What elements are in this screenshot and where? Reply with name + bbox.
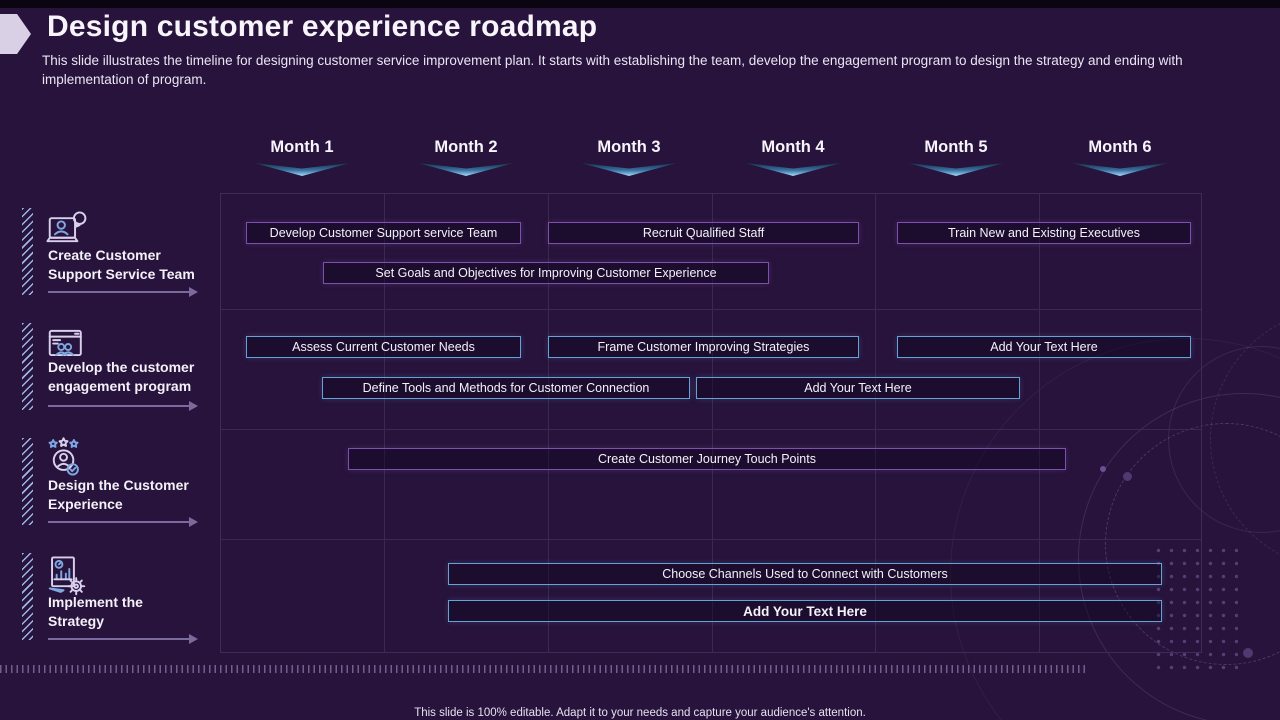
month-label: Month 2	[434, 138, 498, 156]
month-header-3: Month 3	[547, 138, 711, 176]
month-header-5: Month 5	[874, 138, 1038, 176]
phase-label: Design the Customer Experience	[48, 477, 189, 512]
grid-line	[384, 194, 385, 652]
grid-line	[221, 539, 1201, 540]
task-bar: Recruit Qualified Staff	[548, 222, 859, 244]
task-bar: Frame Customer Improving Strategies	[548, 336, 859, 358]
arrow-head	[189, 517, 198, 527]
row-accent-stripes	[22, 553, 33, 640]
month-label: Month 1	[270, 138, 334, 156]
timeline-grid	[220, 193, 1202, 653]
phase-arrow	[48, 634, 198, 644]
arrow-line	[48, 405, 190, 407]
top-letterbox-bar	[0, 0, 1280, 8]
task-bar: Add Your Text Here	[696, 377, 1020, 399]
row-accent-stripes	[22, 323, 33, 410]
month-arrow-icon	[1072, 163, 1168, 176]
page-subtitle: This slide illustrates the timeline for …	[42, 53, 1183, 87]
customer-rating-icon	[44, 436, 90, 482]
task-bar: Develop Customer Support service Team	[246, 222, 521, 244]
slide-footer-note: This slide is 100% editable. Adapt it to…	[414, 707, 866, 719]
month-header-2: Month 2	[384, 138, 548, 176]
grid-line	[1039, 194, 1040, 652]
month-header-4: Month 4	[711, 138, 875, 176]
phase-label: Develop the customer engagement program	[48, 359, 195, 394]
month-label: Month 4	[761, 138, 825, 156]
month-label: Month 5	[924, 138, 988, 156]
month-arrow-icon	[254, 163, 350, 176]
decorative-circle-dashed	[1210, 308, 1280, 570]
phase-arrow	[48, 401, 198, 411]
arrow-line	[48, 521, 190, 523]
page-title: Design customer experience roadmap	[47, 10, 598, 43]
task-bar: Set Goals and Objectives for Improving C…	[323, 262, 769, 284]
decorative-dot-grid	[1152, 544, 1238, 672]
task-bar: Assess Current Customer Needs	[246, 336, 521, 358]
engagement-window-icon	[44, 324, 90, 370]
decorative-dot	[1123, 472, 1132, 481]
month-arrow-icon	[418, 163, 514, 176]
phase-label: Implement the Strategy	[48, 594, 143, 629]
month-arrow-icon	[581, 163, 677, 176]
month-header-1: Month 1	[220, 138, 384, 176]
arrow-head	[189, 634, 198, 644]
month-arrow-icon	[908, 163, 1004, 176]
month-label: Month 6	[1088, 138, 1152, 156]
decorative-dot	[1243, 648, 1253, 658]
grid-line	[221, 429, 1201, 430]
task-bar: Train New and Existing Executives	[897, 222, 1191, 244]
arrow-head	[189, 401, 198, 411]
task-bar: Define Tools and Methods for Customer Co…	[322, 377, 690, 399]
task-bar: Add Your Text Here	[448, 600, 1162, 622]
slide-canvas: Design customer experience roadmap This …	[0, 8, 1280, 720]
row-accent-stripes	[22, 438, 33, 525]
month-label: Month 3	[597, 138, 661, 156]
task-bar: Add Your Text Here	[897, 336, 1191, 358]
task-bar: Create Customer Journey Touch Points	[348, 448, 1066, 470]
arrow-line	[48, 638, 190, 640]
month-header-6: Month 6	[1038, 138, 1202, 176]
title-accent-chevron	[0, 14, 31, 54]
phase-label: Create Customer Support Service Team	[48, 247, 195, 282]
arrow-line	[48, 291, 190, 293]
strategy-gear-icon	[44, 554, 90, 600]
grid-line	[221, 309, 1201, 310]
task-bar: Choose Channels Used to Connect with Cus…	[448, 563, 1162, 585]
phase-arrow	[48, 517, 198, 527]
arrow-head	[189, 287, 198, 297]
phase-arrow	[48, 287, 198, 297]
row-accent-stripes	[22, 208, 33, 295]
grid-line	[548, 194, 549, 652]
grid-line	[712, 194, 713, 652]
decorative-tick-ruler	[0, 665, 1088, 673]
month-arrow-icon	[745, 163, 841, 176]
support-agent-icon	[44, 209, 90, 255]
grid-line	[875, 194, 876, 652]
decorative-dot	[1100, 466, 1106, 472]
